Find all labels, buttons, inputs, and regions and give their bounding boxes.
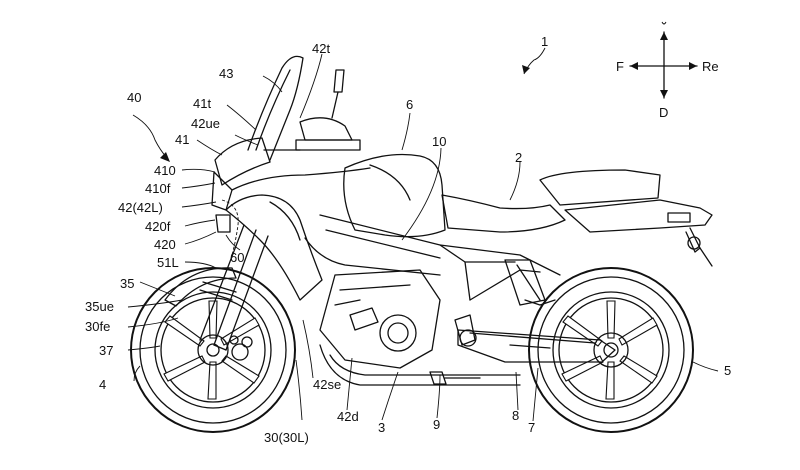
label-9: 9	[433, 417, 440, 432]
label-410: 410	[154, 163, 176, 178]
direction-compass	[629, 31, 698, 99]
compass-rear-label: Re	[702, 59, 719, 74]
label-410f: 410f	[145, 181, 171, 196]
rear-wheel	[528, 267, 694, 433]
tail-section	[564, 199, 713, 267]
label-6: 6	[406, 97, 413, 112]
label-37: 37	[99, 343, 113, 358]
leader-lines	[127, 47, 719, 422]
label-8: 8	[512, 408, 519, 423]
front-fairing	[211, 137, 371, 301]
label-35ue: 35ue	[85, 299, 114, 314]
compass-front-label: F	[616, 59, 624, 74]
label-60: 60	[230, 250, 244, 265]
label-40: 40	[127, 90, 141, 105]
label-420f: 420f	[145, 219, 171, 234]
front-wheel	[130, 267, 296, 433]
label-3: 3	[378, 420, 385, 435]
label-42ue: 42ue	[191, 116, 220, 131]
frame	[304, 214, 561, 301]
label-4: 4	[99, 377, 106, 392]
exhaust-lower	[319, 344, 521, 386]
label-5: 5	[724, 363, 731, 378]
front-fender	[164, 267, 237, 307]
label-51L: 51L	[157, 255, 179, 270]
reference-labels: 1 2 3 4 5 6 7 8 9 10 30(30L) 30fe 35 35u…	[85, 34, 731, 445]
label-43: 43	[219, 66, 233, 81]
label-30: 30(30L)	[264, 430, 309, 445]
windscreen	[247, 55, 304, 161]
seat	[441, 169, 661, 233]
label-41: 41	[175, 132, 189, 147]
compass-down-label: D	[659, 105, 668, 120]
label-42se: 42se	[313, 377, 341, 392]
label-35: 35	[120, 276, 134, 291]
label-42t: 42t	[312, 41, 330, 56]
label-42d: 42d	[337, 409, 359, 424]
fuel-tank	[343, 153, 446, 238]
label-10: 10	[432, 134, 446, 149]
engine	[319, 269, 441, 369]
label-7: 7	[528, 420, 535, 435]
front-fork	[199, 224, 269, 351]
rear-shock	[504, 259, 556, 306]
label-2: 2	[515, 150, 522, 165]
label-42: 42(42L)	[118, 200, 163, 215]
label-420: 420	[154, 237, 176, 252]
footpeg	[454, 314, 476, 346]
label-1: 1	[541, 34, 548, 49]
label-30fe: 30fe	[85, 319, 110, 334]
mirror-handlebar	[263, 69, 361, 151]
label-41t: 41t	[193, 96, 211, 111]
